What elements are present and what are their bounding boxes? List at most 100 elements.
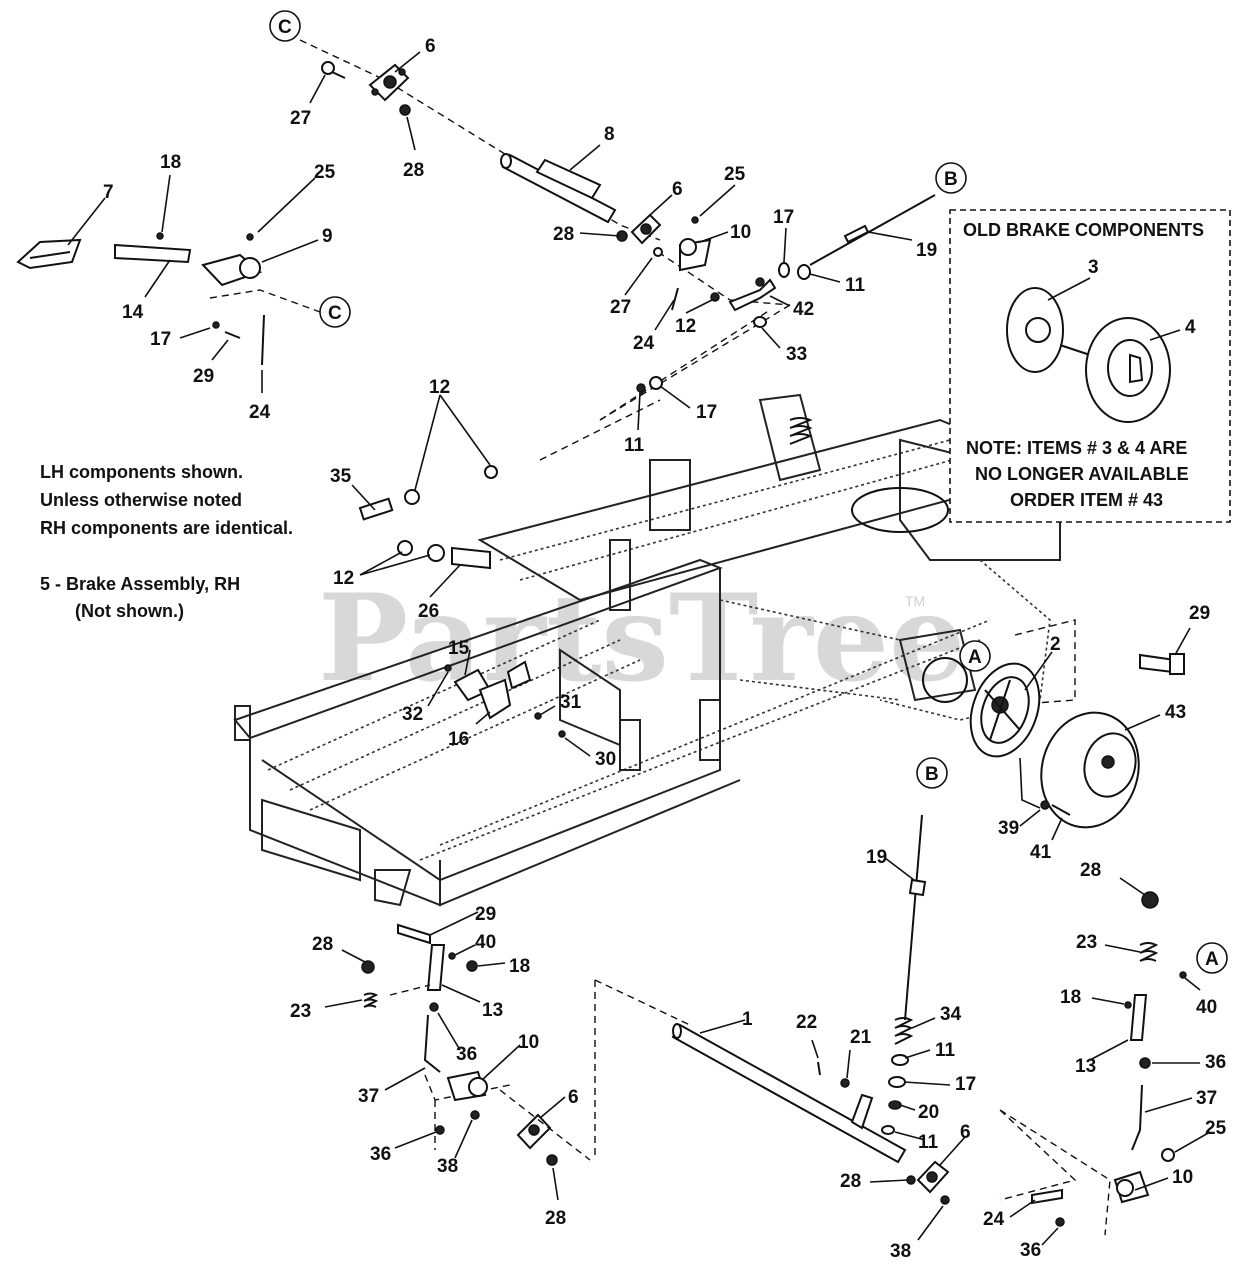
brake-assembly-2 bbox=[969, 662, 1041, 758]
bolt-35 bbox=[358, 497, 394, 521]
callout-36c: 36 bbox=[1205, 1052, 1226, 1073]
svg-text:B: B bbox=[925, 764, 939, 785]
callout-6a: 6 bbox=[425, 36, 436, 57]
callout-11d: 11 bbox=[918, 1132, 939, 1153]
callout-30: 30 bbox=[595, 749, 616, 770]
callout-17b: 17 bbox=[773, 207, 794, 228]
bearing-flange-6-mid bbox=[630, 213, 662, 245]
shaft-1 bbox=[671, 1023, 907, 1164]
bolt-38-left bbox=[470, 1110, 480, 1120]
callout-32: 32 bbox=[402, 704, 423, 725]
bearing-flange-6-bottom-right bbox=[916, 1160, 950, 1194]
callout-23b: 23 bbox=[1076, 932, 1097, 953]
callout-25c: 25 bbox=[1205, 1118, 1227, 1139]
callout-34: 34 bbox=[940, 1004, 962, 1025]
nut-28-top bbox=[399, 104, 411, 116]
callout-37a: 37 bbox=[358, 1086, 379, 1107]
callout-42: 42 bbox=[793, 299, 814, 320]
callout-17c: 17 bbox=[696, 402, 717, 423]
callout-36d: 36 bbox=[1020, 1240, 1041, 1261]
plate-14 bbox=[114, 232, 192, 264]
callout-12a: 12 bbox=[675, 316, 696, 337]
callout-26: 26 bbox=[418, 601, 439, 622]
callout-28e: 28 bbox=[312, 934, 333, 955]
bearing-flange-6-bottom-left bbox=[516, 1113, 552, 1150]
callout-31: 31 bbox=[560, 692, 582, 713]
callout-19b: 19 bbox=[866, 847, 887, 868]
rod-37-left bbox=[423, 1014, 441, 1073]
bolt-29-bottom bbox=[397, 923, 431, 945]
svg-text:C: C bbox=[278, 17, 292, 38]
callout-39: 39 bbox=[998, 818, 1019, 839]
bolt-27-mid bbox=[653, 247, 663, 257]
clip-20 bbox=[888, 1100, 902, 1110]
nut-11-bottom bbox=[881, 1125, 895, 1135]
watermark-tm: TM bbox=[905, 593, 925, 609]
rod-37-right bbox=[1131, 1084, 1143, 1151]
callout-35: 35 bbox=[330, 466, 352, 487]
cotter-21 bbox=[840, 1078, 850, 1088]
callout-labels: 6 27 28 8 7 18 25 9 14 17 29 24 6 25 28 … bbox=[103, 36, 1227, 1262]
bolt-38-right bbox=[940, 1195, 950, 1205]
callout-19a: 19 bbox=[916, 240, 937, 261]
spring-23-left bbox=[363, 992, 379, 1008]
old-brake-note-3: ORDER ITEM # 43 bbox=[1010, 490, 1163, 510]
note-line-1: LH components shown. bbox=[40, 462, 243, 482]
note-line-4: 5 - Brake Assembly, RH bbox=[40, 574, 240, 594]
ref-circle-a-right: A bbox=[1196, 942, 1228, 974]
pin-22 bbox=[817, 1061, 821, 1076]
pin-24-mid bbox=[671, 287, 679, 311]
washer-17-mid bbox=[649, 376, 663, 390]
callout-28c: 28 bbox=[1080, 860, 1101, 881]
callout-11b: 11 bbox=[624, 435, 645, 456]
ref-circle-c-mid: C bbox=[319, 296, 351, 328]
nut-11-top bbox=[797, 264, 811, 280]
nut-11-lower bbox=[891, 1054, 909, 1066]
callout-12c: 12 bbox=[333, 568, 354, 589]
callout-4: 4 bbox=[1185, 317, 1196, 338]
svg-text:C: C bbox=[328, 303, 342, 324]
callout-28a: 28 bbox=[403, 160, 424, 181]
callout-18c: 18 bbox=[1060, 987, 1081, 1008]
nut-12-upper bbox=[484, 465, 498, 479]
screw-25-right bbox=[1161, 1148, 1175, 1162]
screw-31 bbox=[534, 712, 542, 720]
old-brake-components-box: OLD BRAKE COMPONENTS NOTE: ITEMS # 3 & 4… bbox=[949, 209, 1231, 523]
brake-drum-4 bbox=[1085, 317, 1171, 423]
callout-28f: 28 bbox=[840, 1171, 861, 1192]
shaft-8 bbox=[500, 153, 617, 224]
nut-28-right bbox=[1141, 891, 1159, 909]
washer-17-left bbox=[212, 321, 220, 329]
callout-11c: 11 bbox=[935, 1040, 956, 1061]
callout-41: 41 bbox=[1030, 842, 1052, 863]
callout-20: 20 bbox=[918, 1102, 939, 1123]
nut-11-mid bbox=[636, 383, 646, 393]
nut-28-bottom-right bbox=[906, 1175, 916, 1185]
ref-circle-a-mid: A bbox=[959, 640, 991, 672]
callout-12b: 12 bbox=[429, 377, 450, 398]
bolt-27-top bbox=[321, 61, 346, 79]
callout-16: 16 bbox=[448, 729, 469, 750]
callout-18b: 18 bbox=[509, 956, 530, 977]
callout-6d: 6 bbox=[960, 1122, 971, 1143]
callout-17a: 17 bbox=[150, 329, 171, 350]
bracket-16 bbox=[478, 678, 512, 720]
ref-circle-b-top: B bbox=[935, 162, 967, 194]
nut-12-left bbox=[404, 489, 420, 505]
callout-11a: 11 bbox=[845, 275, 866, 296]
callout-40a: 40 bbox=[475, 932, 496, 953]
callout-18a: 18 bbox=[160, 152, 181, 173]
watermark: PartsTree bbox=[318, 568, 965, 709]
bracket-10-right bbox=[1113, 1170, 1150, 1204]
callout-36a: 36 bbox=[456, 1044, 477, 1065]
ref-circle-c-top: C bbox=[269, 10, 301, 42]
bolt-41 bbox=[1051, 804, 1071, 816]
bracket-15b bbox=[506, 660, 532, 690]
callout-29b: 29 bbox=[1189, 603, 1210, 624]
bolt-24-right bbox=[1031, 1188, 1063, 1205]
callout-27b: 27 bbox=[610, 297, 631, 318]
callout-28b: 28 bbox=[553, 224, 574, 245]
callout-10a: 10 bbox=[730, 222, 751, 243]
nut-28-bottom-left bbox=[361, 960, 375, 974]
callout-38a: 38 bbox=[437, 1156, 458, 1177]
